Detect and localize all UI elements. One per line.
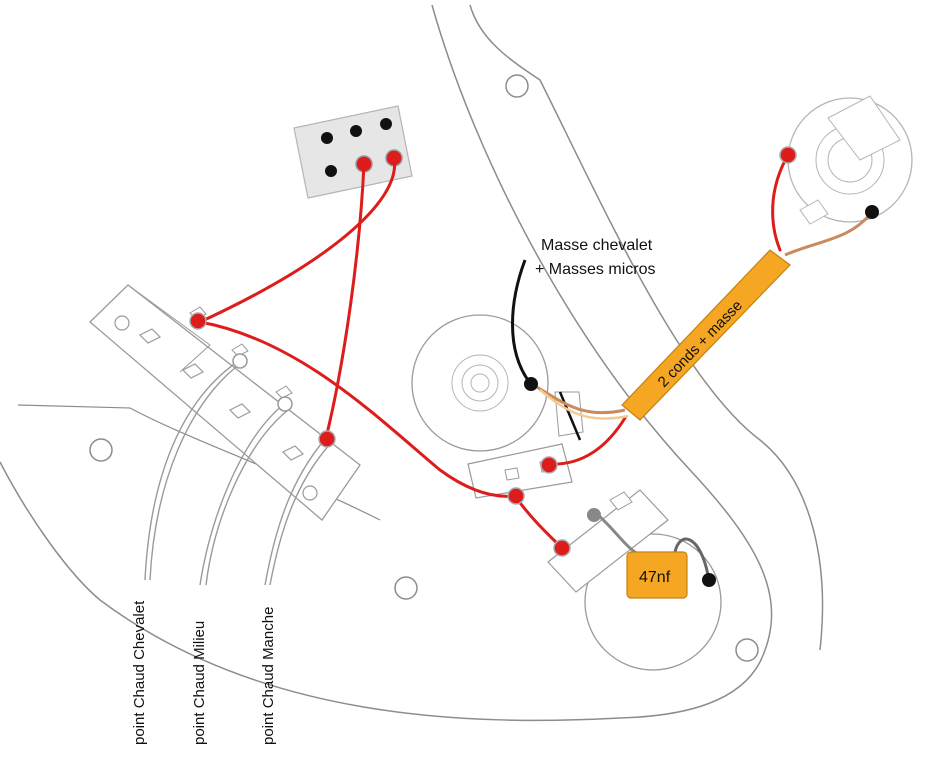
screw-hole	[89, 438, 113, 462]
solder-point-pickup	[277, 396, 293, 412]
pickup-hot-leads	[144, 359, 331, 586]
capacitor-label: 47nf	[639, 569, 671, 586]
selector-switch	[89, 284, 361, 521]
screw-hole	[735, 638, 759, 662]
capacitor	[597, 513, 710, 599]
ground-wire-pot	[558, 391, 582, 441]
pickup-neck-label: point Chaud Manche	[260, 607, 277, 745]
solder-point-tone	[587, 508, 601, 522]
solder-point-hot	[318, 430, 336, 448]
ground-note-line1: Masse chevalet	[541, 237, 653, 254]
ground-wire	[511, 259, 532, 384]
cable-label: 2 conds + masse	[655, 297, 746, 391]
switch-connector-block	[293, 105, 413, 199]
output-jack	[787, 95, 913, 225]
solder-point-ground	[702, 573, 716, 587]
ground-note-line2: + Masses micros	[535, 261, 655, 278]
shielded-cable	[529, 211, 874, 421]
solder-point-hot	[507, 487, 525, 505]
volume-pot	[411, 314, 584, 499]
screw-hole	[394, 576, 418, 600]
solder-point-pickup	[232, 353, 248, 369]
screw-hole	[505, 74, 529, 98]
solder-point-ground	[865, 205, 879, 219]
pickguard-inner-edge	[469, 4, 824, 651]
solder-point-hot	[779, 146, 797, 164]
body-edge	[17, 404, 381, 521]
pickguard-outline	[0, 4, 773, 722]
solder-point-hot	[189, 312, 207, 330]
solder-point-hot	[553, 539, 571, 557]
pickup-bridge-label: point Chaud Chevalet	[131, 600, 148, 745]
solder-points	[189, 146, 879, 587]
solder-point-ground	[524, 377, 538, 391]
pickup-middle-label: point Chaud Milieu	[191, 621, 208, 745]
solder-point-hot	[540, 456, 558, 474]
